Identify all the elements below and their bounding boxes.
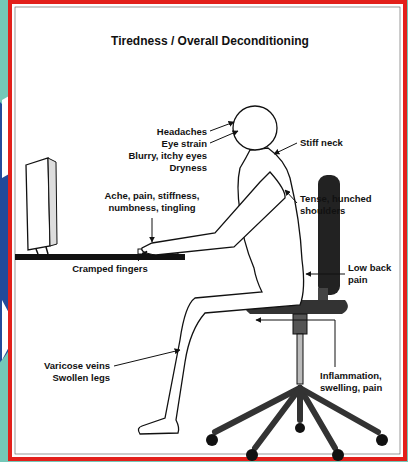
- symptom-label: Dryness: [107, 162, 207, 174]
- leader-line: [274, 143, 297, 154]
- leader-line: [256, 320, 335, 367]
- symptom-label: Swollen legs: [20, 372, 110, 384]
- symptom-label: Stiff neck: [300, 137, 380, 149]
- leader-line: [306, 274, 345, 275]
- leader-line: [210, 131, 238, 143]
- monitor-stand: [36, 247, 48, 254]
- monitor-side: [48, 158, 57, 246]
- symptom-label: Low back pain: [348, 262, 398, 286]
- chair-mechanism: [293, 314, 307, 334]
- leader-line: [285, 190, 297, 203]
- symptom-label: Tense, hunched shoulders: [300, 193, 382, 217]
- symptom-label: Eye strain: [107, 138, 207, 150]
- leader-line: [210, 122, 234, 131]
- symptom-label: Inflammation, swelling, pain: [320, 370, 398, 394]
- diagram-title: Tiredness / Overall Deconditioning: [40, 34, 380, 48]
- symptom-label: Cramped fingers: [60, 263, 160, 275]
- symptom-label: Headaches: [107, 126, 207, 138]
- figure-head: [233, 106, 277, 150]
- symptom-label: Blurry, itchy eyes: [107, 150, 207, 162]
- symptom-label: Ache, pain, stiffness, numbness, tinglin…: [93, 190, 211, 214]
- monitor-screen: [26, 158, 50, 250]
- chair-wheels: [206, 423, 388, 461]
- leader-line: [152, 218, 153, 242]
- symptom-label: Varicose veins: [20, 360, 110, 372]
- chair-post: [297, 334, 303, 384]
- leader-line: [114, 350, 180, 366]
- panel-inner-line: [15, 7, 400, 454]
- panel-frame: [10, 2, 405, 459]
- chair-base: [215, 388, 378, 448]
- figure-arm: [142, 172, 285, 255]
- leader-line: [138, 251, 147, 261]
